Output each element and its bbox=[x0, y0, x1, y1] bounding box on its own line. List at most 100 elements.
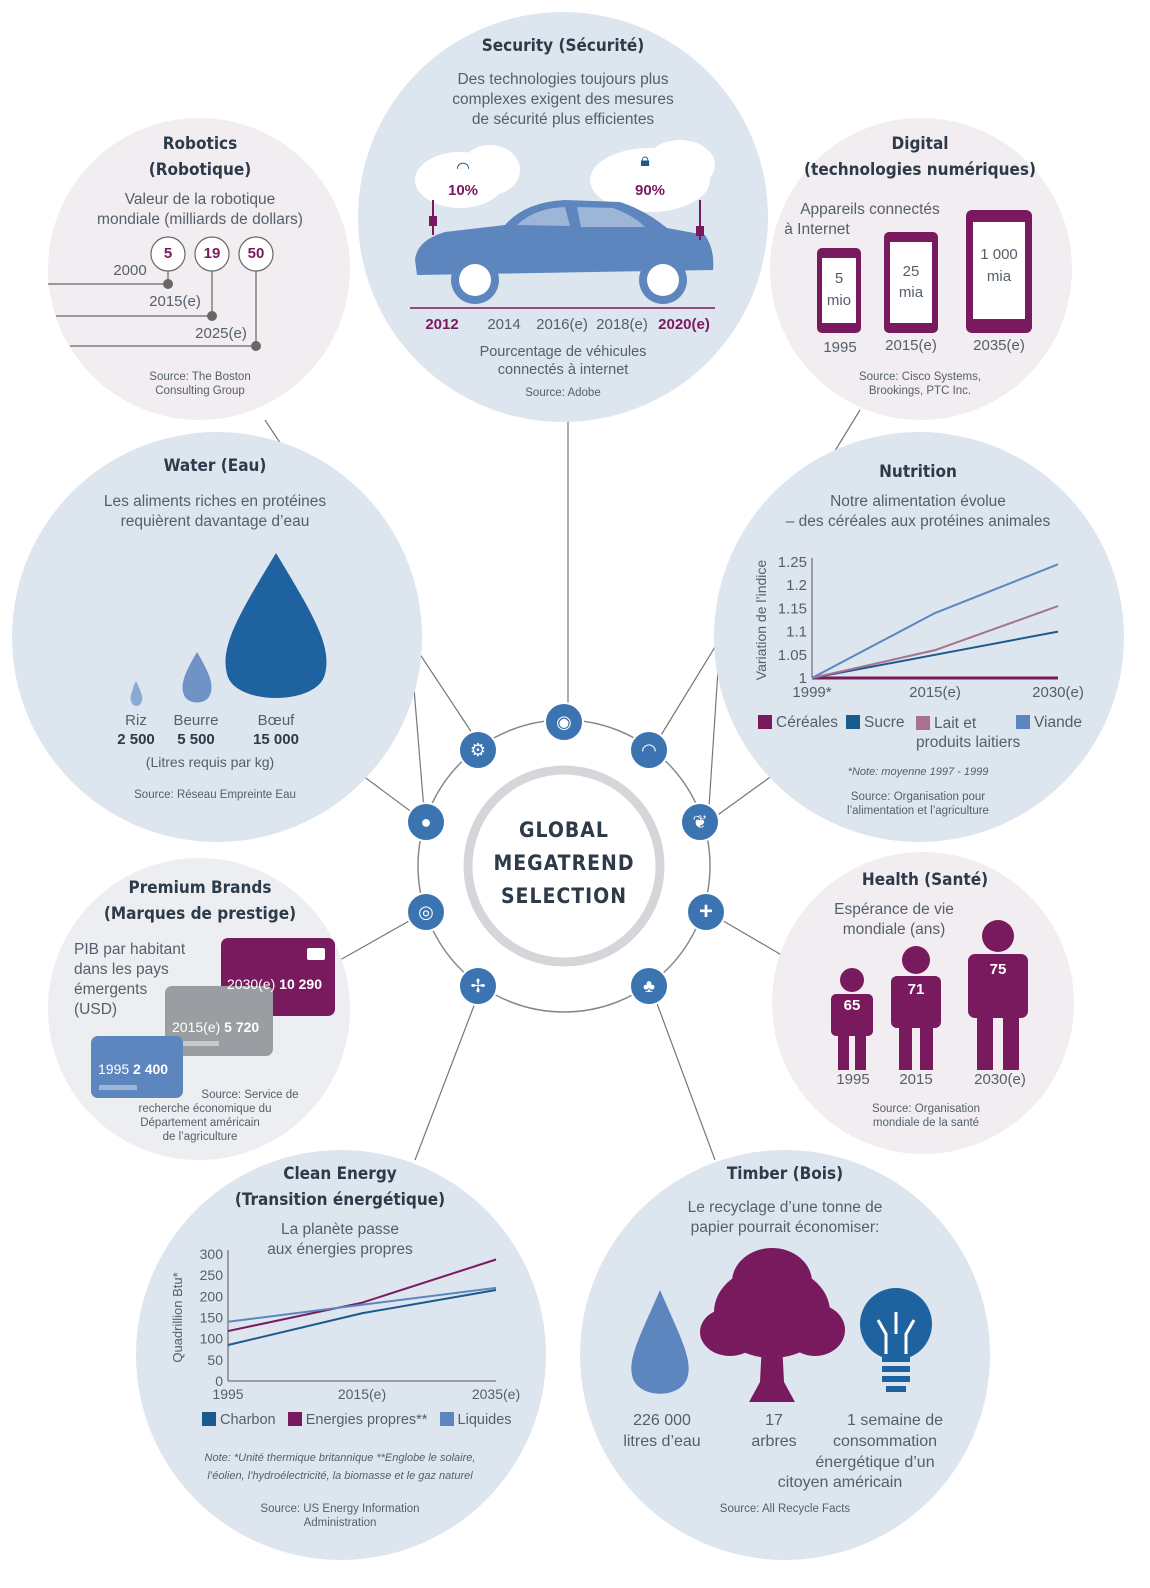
premium-source-3: Département américain bbox=[140, 1117, 260, 1129]
y-tick-label: 0 bbox=[215, 1373, 223, 1389]
series-line-energies-propres- bbox=[227, 1258, 497, 1333]
water-title: Water (Eau) bbox=[163, 456, 267, 476]
legend-liquides: Liquides bbox=[439, 1412, 512, 1428]
nutrition-note: *Note: moyenne 1997 - 1999 bbox=[847, 766, 989, 778]
timber-trees-value: 17 bbox=[765, 1412, 783, 1429]
phone-3-unit: mia bbox=[986, 268, 1012, 285]
premium-sub-2: dans les pays bbox=[74, 961, 169, 978]
card-1995 bbox=[91, 1036, 183, 1098]
water-item-2-label: Beurre bbox=[173, 712, 219, 729]
series-line-lait-et-produits-laitiers bbox=[811, 605, 1059, 679]
y-tick-label: 250 bbox=[200, 1267, 224, 1283]
x-tick-label: 1995 bbox=[212, 1386, 243, 1402]
water-unit: (Litres requis par kg) bbox=[145, 754, 275, 770]
timber-energy-1: 1 semaine de bbox=[846, 1412, 944, 1429]
health-sub-2: mondiale (ans) bbox=[842, 921, 946, 938]
security-year-2018: 2018(e) bbox=[596, 316, 648, 333]
timber-source: Source: All Recycle Facts bbox=[719, 1503, 851, 1515]
y-axis-label: Variation de l’indice bbox=[753, 560, 769, 681]
security-year-2012: 2012 bbox=[425, 316, 459, 333]
timber-sub-1: Le recyclage d’une tonne de bbox=[687, 1199, 883, 1216]
security-caption-2: connectés à internet bbox=[497, 362, 629, 378]
security-year-2020: 2020(e) bbox=[658, 316, 710, 333]
y-tick-label: 1 bbox=[799, 670, 807, 687]
timber-title: Timber (Bois) bbox=[726, 1164, 844, 1184]
timber-sub-2: papier pourrait économiser: bbox=[690, 1219, 880, 1236]
security-sub-3: de sécurité plus efficientes bbox=[471, 111, 655, 128]
digital-source-1: Source: Cisco Systems, bbox=[858, 371, 982, 383]
wifi-icon[interactable]: ◠ bbox=[629, 730, 669, 770]
y-tick-label: 1.2 bbox=[786, 577, 807, 594]
robotics-sub-2: mondiale (milliards de dollars) bbox=[97, 211, 303, 228]
wifi-small-icon: ◠ bbox=[456, 160, 470, 177]
security-caption-1: Pourcentage de véhicules bbox=[479, 344, 647, 360]
health-year-1: 1995 bbox=[836, 1071, 870, 1088]
series-line-charbon bbox=[227, 1288, 497, 1346]
legend-energies-propres: Energies propres** bbox=[287, 1412, 427, 1428]
plus-icon[interactable]: + bbox=[686, 892, 726, 932]
water-source: Source: Réseau Empreinte Eau bbox=[134, 789, 296, 801]
card-stripe bbox=[99, 1085, 137, 1090]
ring-icon[interactable]: ◎ bbox=[406, 892, 446, 932]
health-source-1: Source: Organisation bbox=[871, 1103, 981, 1115]
x-tick-label: 2015(e) bbox=[909, 684, 961, 701]
nutrition-line-chart: 11.051.11.151.21.251999*2015(e)2030(e)Va… bbox=[753, 554, 1084, 701]
security-source: Source: Adobe bbox=[525, 387, 601, 399]
health-title: Health (Santé) bbox=[861, 870, 989, 890]
health-year-2: 2015 bbox=[899, 1071, 933, 1088]
drop-icon[interactable]: ● bbox=[406, 802, 446, 842]
timber-energy-4: citoyen américain bbox=[777, 1474, 903, 1491]
security-year-2016: 2016(e) bbox=[536, 316, 588, 333]
series-line-liquides bbox=[227, 1286, 497, 1323]
lock-icon: 🔒︎ bbox=[640, 150, 650, 170]
wheat-icon[interactable]: ❦ bbox=[680, 802, 720, 842]
health-year-3: 2030(e) bbox=[974, 1071, 1026, 1088]
legend-sucre: Sucre bbox=[846, 714, 905, 732]
y-tick-label: 150 bbox=[200, 1310, 224, 1326]
timber-water-unit: litres d’eau bbox=[623, 1433, 701, 1450]
center-title-1: GLOBAL bbox=[519, 818, 609, 842]
x-tick-label: 2035(e) bbox=[472, 1386, 520, 1402]
phone-2-year: 2015(e) bbox=[885, 337, 937, 354]
series-line-sucre bbox=[811, 630, 1059, 679]
card-2015-label: 2015(e) 5 720 bbox=[172, 1019, 260, 1035]
camera-icon[interactable]: ◉ bbox=[544, 702, 584, 742]
robotics-source-1: Source: The Boston bbox=[149, 371, 251, 383]
clean-source-2: Administration bbox=[303, 1517, 377, 1529]
legend-cereales: Céréales bbox=[758, 714, 838, 732]
premium-source-1: Source: Service de bbox=[201, 1089, 299, 1101]
security-pct-right: 90% bbox=[634, 182, 666, 199]
timber-energy-3: énergétique d’un bbox=[815, 1454, 935, 1471]
water-sub-1: Les aliments riches en protéines bbox=[103, 493, 327, 510]
y-tick-label: 300 bbox=[200, 1246, 224, 1262]
y-axis-label: Quadrillion Btu* bbox=[170, 1272, 185, 1362]
health-source-2: mondiale de la santé bbox=[872, 1117, 980, 1129]
wind-turbine-icon[interactable]: ✢ bbox=[458, 966, 498, 1006]
robotics-title-2: (Robotique) bbox=[148, 160, 252, 180]
water-item-3-label: Bœuf bbox=[257, 712, 295, 729]
timber-trees-unit: arbres bbox=[751, 1433, 797, 1450]
robotics-bubble bbox=[48, 118, 350, 420]
clean-sub-1: La planète passe bbox=[280, 1221, 400, 1238]
clean-note-1: Note: *Unité thermique britannique **Eng… bbox=[204, 1452, 476, 1464]
robotics-year-2: 2015(e) bbox=[149, 293, 201, 310]
premium-sub-4: (USD) bbox=[74, 1001, 118, 1018]
digital-title-2: (technologies numériques) bbox=[804, 160, 1036, 180]
clean-title-1: Clean Energy bbox=[283, 1164, 397, 1184]
security-sub-2: complexes exigent des mesures bbox=[452, 91, 674, 108]
security-sub-1: Des technologies toujours plus bbox=[457, 71, 669, 88]
clean-note-2: l’éolien, l’hydroélectricité, la biomass… bbox=[207, 1470, 473, 1482]
card-chip-icon bbox=[307, 948, 325, 960]
health-value-3: 75 bbox=[989, 961, 1007, 978]
timber-icons bbox=[631, 1248, 932, 1402]
y-tick-label: 1.05 bbox=[778, 647, 807, 664]
people-icons bbox=[831, 920, 1028, 1070]
legend-viande: Viande bbox=[1016, 714, 1082, 732]
timber-water-value: 226 000 bbox=[633, 1412, 691, 1429]
digital-sub-2: à Internet bbox=[784, 221, 850, 238]
robotics-source-2: Consulting Group bbox=[155, 385, 245, 397]
tree-icon[interactable]: ♣ bbox=[629, 966, 669, 1006]
phone-2-unit: mia bbox=[898, 284, 924, 301]
robot-arm-icon[interactable]: ⚙ bbox=[458, 730, 498, 770]
clean-sub-2: aux énergies propres bbox=[267, 1241, 413, 1258]
